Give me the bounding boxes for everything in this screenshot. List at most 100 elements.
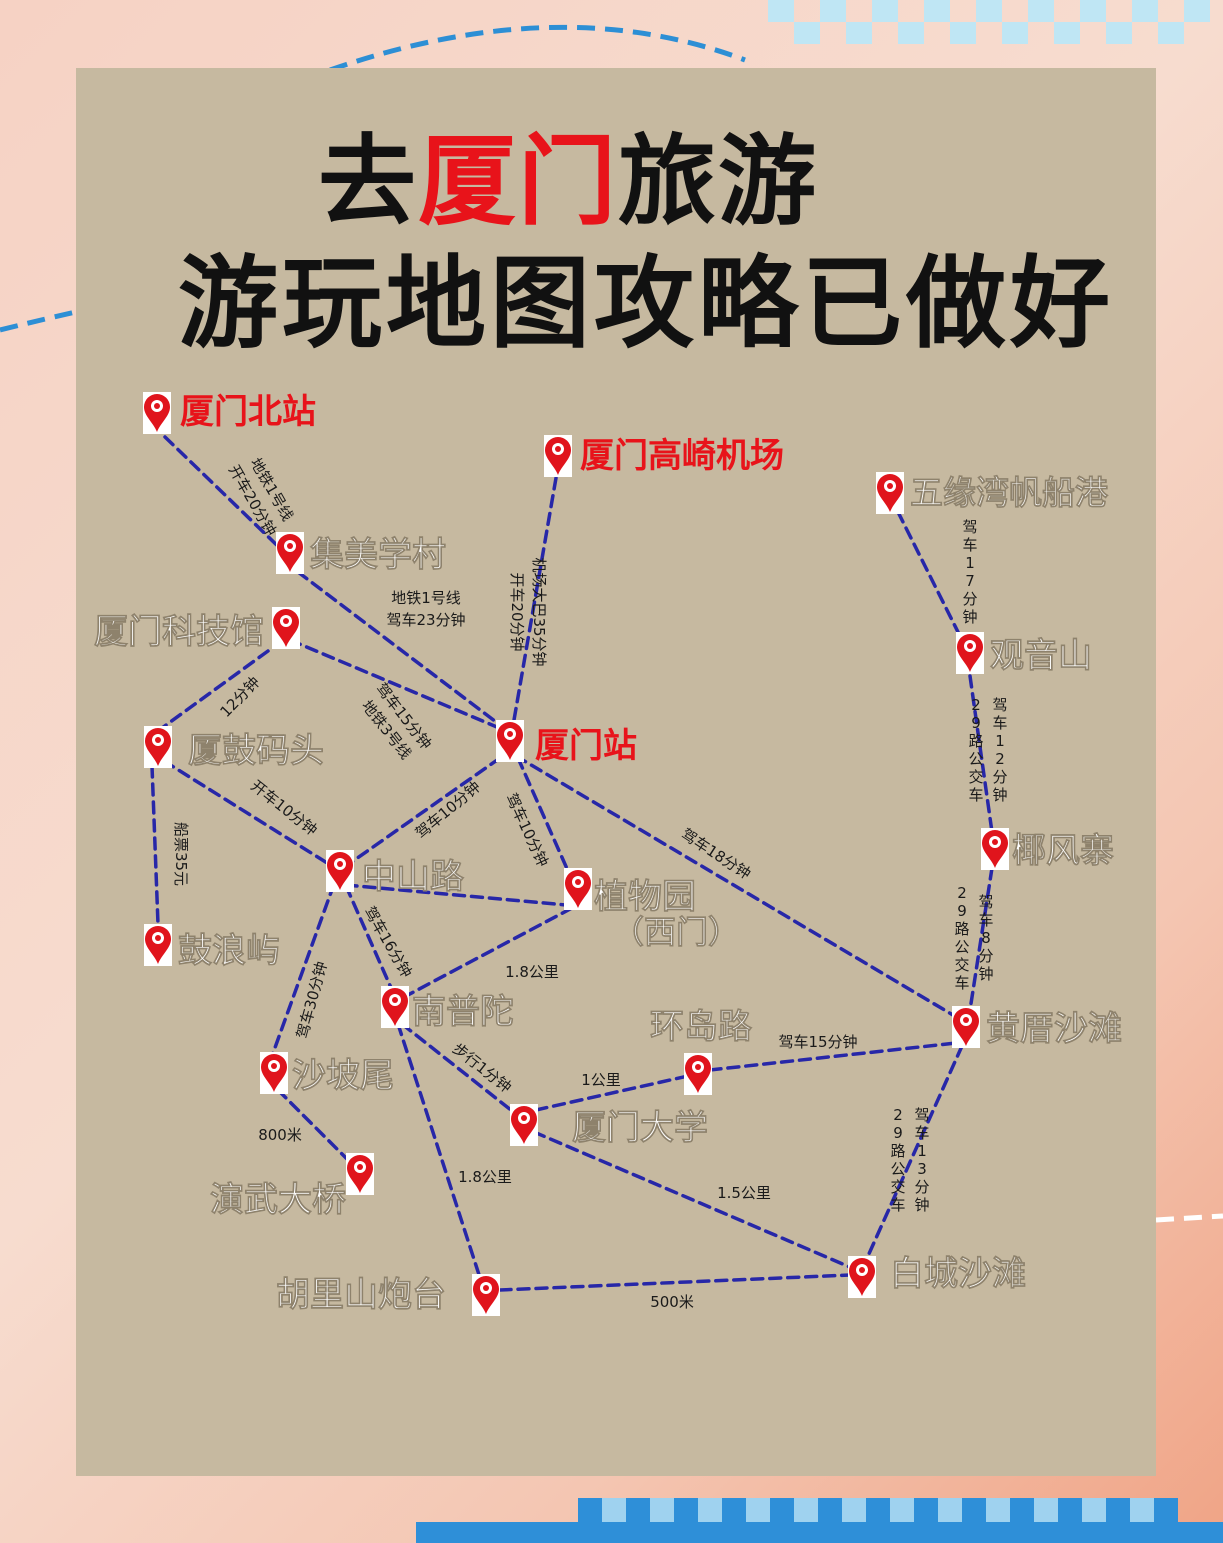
title-highlight: 厦门 (418, 125, 619, 239)
route-line (708, 1041, 958, 1072)
route-label: 800米 (258, 1126, 302, 1144)
map-pin-icon[interactable] (496, 720, 524, 762)
dashed-arc-left (0, 309, 77, 333)
place-label-gulangyu[interactable]: 鼓浪屿 (178, 931, 281, 972)
place-label-xiamen-station[interactable]: 厦门站 (535, 726, 637, 766)
route-line (276, 1088, 354, 1166)
map-pin-icon[interactable] (144, 924, 172, 966)
place-label-zhongshan-road[interactable]: 中山路 (362, 857, 466, 898)
place-label-xiagu-pier[interactable]: 厦鼓码头 (188, 731, 325, 772)
route-line (163, 435, 286, 554)
route-line (514, 754, 960, 1020)
place-label-huangcuo-beach[interactable]: 黄厝沙滩 (986, 1009, 1123, 1050)
route-line (534, 1074, 690, 1112)
title-suffix: 旅游 (618, 125, 819, 239)
route-label: 1.8公里 (505, 963, 559, 981)
place-label-xiamen-university[interactable]: 厦门大学 (572, 1108, 709, 1149)
map-pin-icon[interactable] (956, 632, 984, 674)
route-line (396, 1022, 484, 1286)
map-card: 地铁1号线开车20分钟地铁1号线驾车23分钟 机场大巴35分钟开车20分钟驾车15… (76, 68, 1156, 1476)
map-pin-icon[interactable] (144, 726, 172, 768)
route-line (516, 756, 574, 882)
place-label-sub: （西门） (612, 913, 740, 951)
page-title-line2: 游玩地图攻略已做好 (178, 245, 1114, 362)
route-label: 驾车30分钟 (293, 959, 331, 1040)
route-label: 机场大巴35分钟开车20分钟 (508, 557, 548, 666)
map-pin-icon[interactable] (143, 392, 171, 434)
route-label: 1公里 (581, 1071, 621, 1089)
map-pin-icon[interactable] (276, 532, 304, 574)
route-line (896, 510, 962, 638)
dashed-arc-top (329, 24, 746, 73)
place-label-yanwu-bridge[interactable]: 演武大桥 (210, 1180, 347, 1221)
map-pin-icon[interactable] (848, 1256, 876, 1298)
route-line (532, 1130, 854, 1270)
place-label-nanputuo[interactable]: 南普陀 (412, 992, 515, 1033)
place-label-botanical-garden[interactable]: 植物园 (594, 877, 697, 918)
place-label-jimei[interactable]: 集美学村 (309, 535, 447, 576)
map-pin-icon[interactable] (326, 850, 354, 892)
route-line (968, 866, 994, 1012)
map-pin-icon[interactable] (381, 986, 409, 1028)
place-label-xiamen-north[interactable]: 厦门北站 (180, 392, 316, 432)
map-pin-icon[interactable] (346, 1153, 374, 1195)
place-label-huandao-road[interactable]: 环岛路 (650, 1007, 754, 1048)
route-label: 地铁1号线开车20分钟 (225, 451, 299, 539)
place-label-wuyuan-bay[interactable]: 五缘湾帆船港 (910, 473, 1110, 513)
route-label: 地铁1号线驾车23分钟 (386, 589, 465, 629)
map-pin-icon[interactable] (272, 607, 300, 649)
route-line (498, 1273, 852, 1292)
route-line (866, 1044, 964, 1258)
checker-bottom (416, 1498, 1223, 1543)
route-label: 1.5公里 (717, 1184, 771, 1202)
route-label: 开车10分钟 (247, 777, 320, 840)
map-pin-icon[interactable] (684, 1053, 712, 1095)
map-pin-icon[interactable] (472, 1274, 500, 1316)
map-pin-icon[interactable] (260, 1052, 288, 1094)
route-label: 驾车10分钟 (502, 790, 552, 869)
map-pin-icon[interactable] (981, 828, 1009, 870)
page-title-line1: 去厦门旅游 (318, 102, 818, 244)
place-label-guanyin-mountain[interactable]: 观音山 (990, 636, 1093, 677)
map-pin-icon[interactable] (952, 1006, 980, 1048)
route-line (160, 649, 270, 730)
route-line (270, 882, 336, 1058)
route-line (162, 759, 334, 868)
route-label: 1.8公里 (458, 1168, 512, 1186)
place-label-shapowei[interactable]: 沙坡尾 (292, 1056, 395, 1097)
place-label-baicheng-beach[interactable]: 白城沙滩 (890, 1254, 1027, 1295)
route-line (400, 1022, 518, 1116)
route-label: 驾车16分钟 (360, 903, 415, 980)
place-label-hulishan-fort[interactable]: 胡里山炮台 (276, 1275, 447, 1316)
route-line (968, 674, 994, 834)
map-pin-icon[interactable] (544, 435, 572, 477)
place-label-science-museum[interactable]: 厦门科技馆 (94, 612, 265, 653)
route-line (150, 764, 160, 926)
route-label: 船票35元 (172, 822, 190, 886)
map-pin-icon[interactable] (510, 1104, 538, 1146)
route-line (344, 883, 568, 907)
route-label: 500米 (650, 1293, 694, 1311)
map-pin-icon[interactable] (564, 868, 592, 910)
route-line (288, 638, 506, 732)
place-label-yefengzhai[interactable]: 椰风寨 (1012, 831, 1115, 872)
route-label: 驾车10分钟 (412, 778, 484, 843)
route-line (296, 570, 506, 730)
route-line (512, 476, 558, 722)
route-line (344, 756, 502, 868)
route-label: 驾车15分钟 (778, 1033, 857, 1051)
route-label: 驾车15分钟地铁3号线 (355, 680, 435, 767)
map-pin-icon[interactable] (876, 472, 904, 514)
title-prefix: 去 (318, 125, 419, 239)
place-label-gaoqi-airport[interactable]: 厦门高崎机场 (580, 436, 784, 476)
route-label: 12分钟 (216, 673, 263, 721)
